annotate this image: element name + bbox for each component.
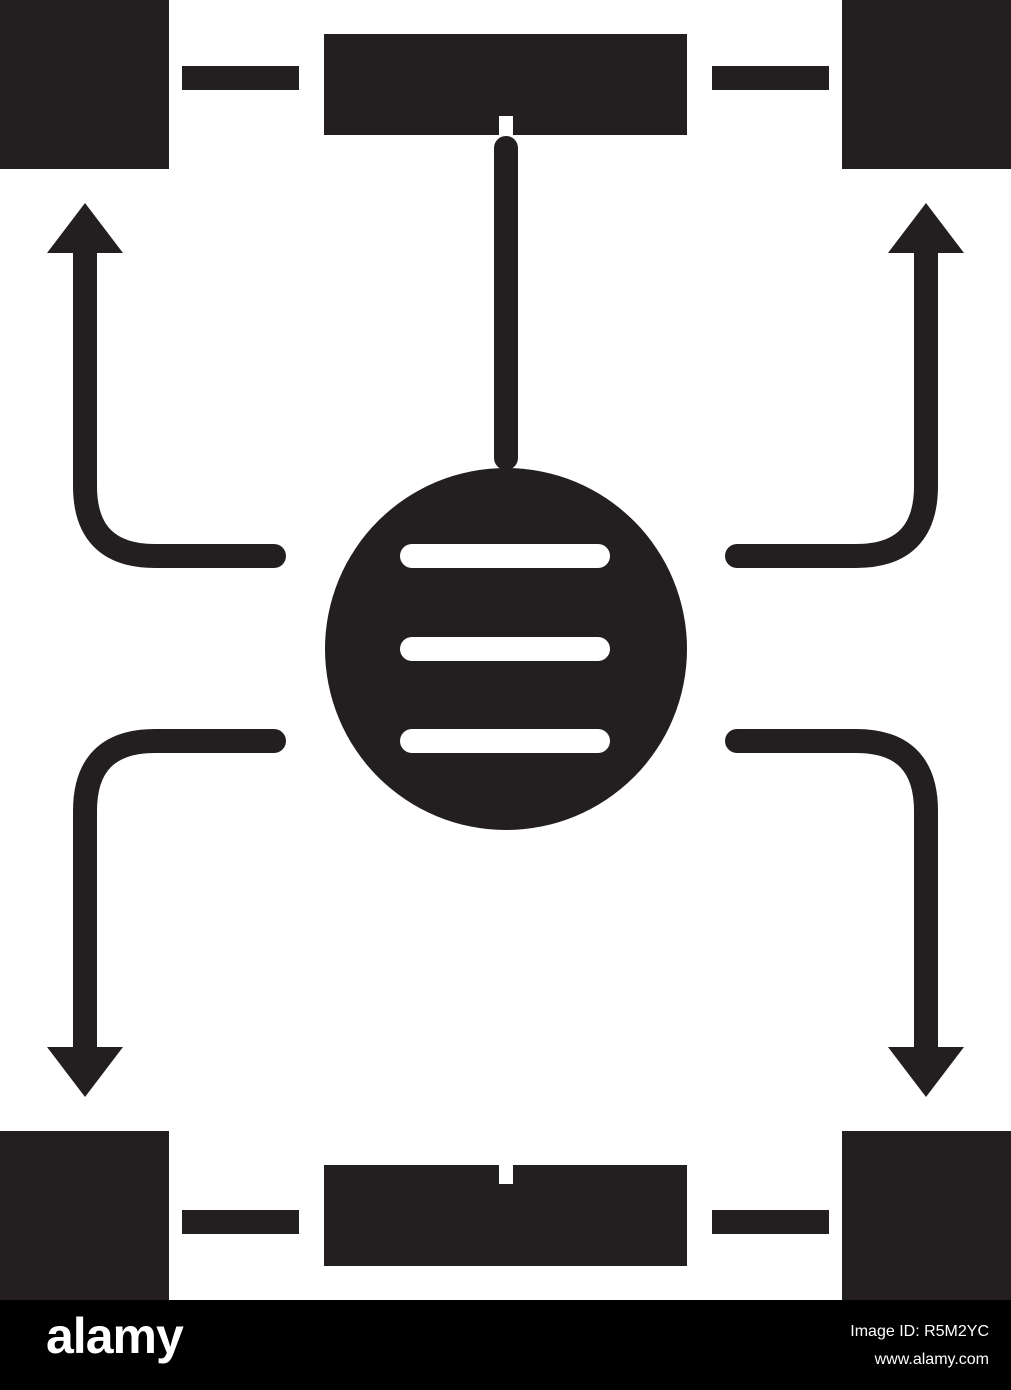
site-url-label: www.alamy.com xyxy=(874,1351,989,1368)
top-right-box xyxy=(842,0,1011,169)
menu-lines-icon xyxy=(400,544,610,753)
top-right-connector xyxy=(712,66,829,90)
watermark-bar: alamy Image ID: R5M2YC www.alamy.com xyxy=(0,1300,1011,1390)
top-left-connector xyxy=(182,66,299,90)
bottom-right-connector xyxy=(712,1210,829,1234)
bottom-left-connector xyxy=(182,1210,299,1234)
arrow-head-down-left xyxy=(47,1047,123,1097)
top-left-box xyxy=(0,0,169,169)
arrow-up-left xyxy=(73,236,286,568)
arrow-head-up-right xyxy=(888,203,964,253)
arrow-down-left xyxy=(73,729,286,1064)
arrow-head-up-left xyxy=(47,203,123,253)
arrow-up-right xyxy=(725,236,938,568)
top-box-notch xyxy=(499,116,513,135)
bottom-box-notch xyxy=(499,1165,513,1184)
flowchart-diagram xyxy=(0,0,1011,1300)
brand-logo: alamy xyxy=(46,1308,184,1364)
image-id-label: Image ID: R5M2YC xyxy=(850,1323,989,1340)
arrow-head-down-right xyxy=(888,1047,964,1097)
arrow-down-right xyxy=(725,729,938,1064)
bottom-left-box xyxy=(0,1131,169,1300)
bottom-right-box xyxy=(842,1131,1011,1300)
